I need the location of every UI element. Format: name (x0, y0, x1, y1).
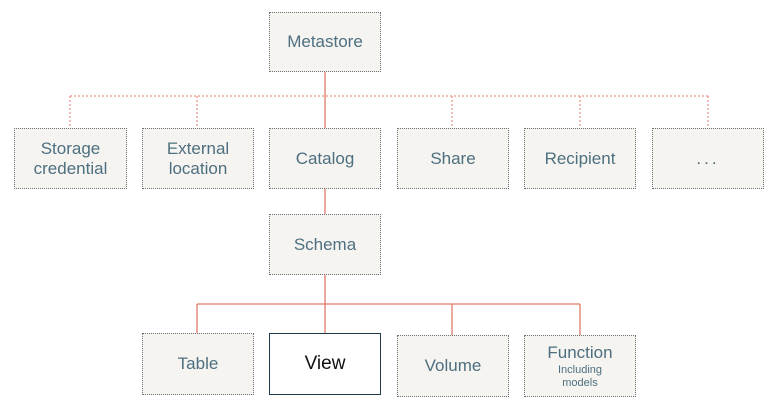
catalog-node: Catalog (269, 128, 381, 189)
more-node: ... (652, 128, 764, 189)
function-label: Function (547, 342, 613, 362)
schema-label: Schema (293, 234, 357, 254)
recipient-label: Recipient (544, 148, 616, 168)
more-label: ... (696, 148, 720, 168)
table-label: Table (177, 354, 219, 373)
solid-connectors (196, 72, 581, 335)
metastore-node: Metastore (269, 12, 381, 72)
share-node: Share (397, 128, 509, 189)
view-label: View (304, 353, 346, 374)
external-location-label: External location (166, 138, 230, 178)
metastore-label: Metastore (287, 32, 363, 51)
volume-node: Volume (397, 335, 509, 397)
table-node: Table (142, 333, 254, 395)
volume-label: Volume (424, 356, 482, 375)
storage-credential-node: Storage credential (14, 128, 127, 189)
dotted-connectors (69, 95, 709, 128)
function-node: Function Including models (524, 335, 636, 397)
recipient-node: Recipient (524, 128, 636, 189)
schema-node: Schema (269, 214, 381, 275)
external-location-node: External location (142, 128, 254, 189)
function-sublabel: Including models (557, 363, 603, 389)
catalog-label: Catalog (295, 148, 355, 168)
share-label: Share (430, 148, 476, 168)
storage-credential-label: Storage credential (33, 138, 108, 178)
view-node: View (269, 333, 381, 395)
